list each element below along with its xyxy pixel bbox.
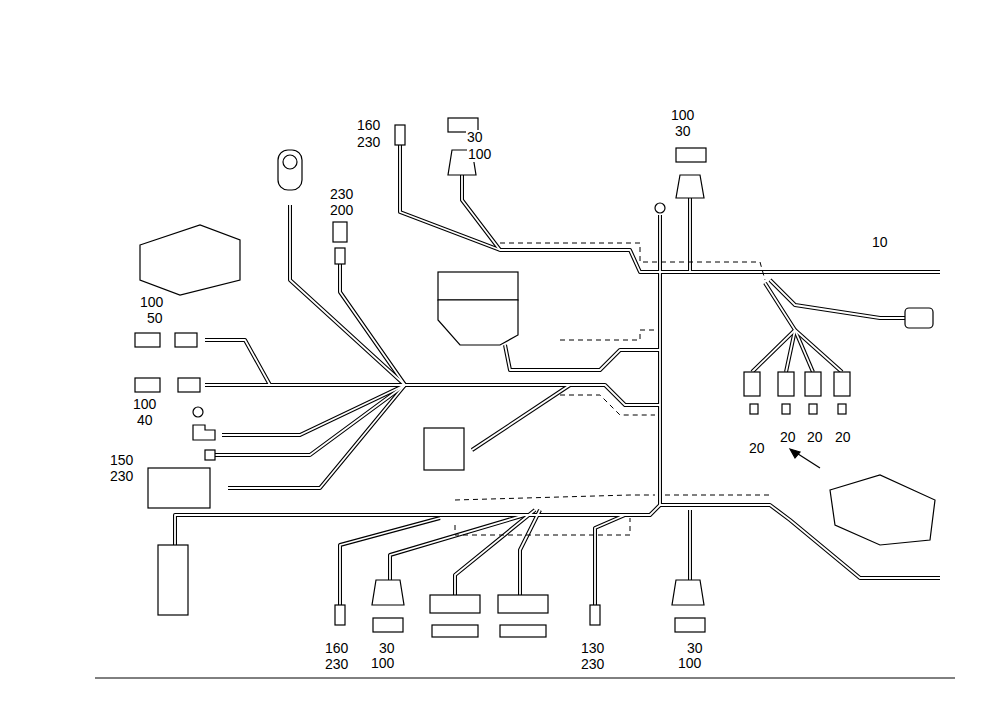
- callout-number: 230: [580, 657, 605, 672]
- dashed-path: [500, 243, 765, 280]
- dashed-path: [455, 518, 630, 535]
- callout-number: 200: [329, 203, 354, 218]
- callout-number: 160: [356, 118, 381, 133]
- connector: [135, 333, 160, 347]
- connector: [744, 372, 760, 396]
- connector: [778, 372, 794, 396]
- connector: [373, 618, 403, 632]
- callout-number: 20: [834, 430, 852, 445]
- dashed-path: [455, 495, 655, 500]
- callout-number: 10: [871, 235, 889, 250]
- connector: [135, 378, 160, 392]
- callout-number: 30: [378, 641, 396, 656]
- callout-number: 100: [370, 656, 395, 671]
- callout-number: 20: [779, 430, 797, 445]
- wire-harness: [175, 145, 940, 605]
- callout-number: 150: [109, 453, 134, 468]
- connector: [676, 175, 704, 198]
- callout-number: 230: [356, 135, 381, 150]
- terminal: [809, 404, 817, 414]
- callout-number: 100: [670, 108, 695, 123]
- callout-number: 230: [109, 469, 134, 484]
- wire-fill: [175, 145, 940, 605]
- callout-number: 100: [467, 147, 492, 162]
- connector: [498, 595, 548, 613]
- callout-number: 40: [136, 413, 154, 428]
- connector: [424, 428, 464, 470]
- connector: [834, 372, 850, 396]
- wire-outline: [175, 145, 940, 605]
- baseline-rule: [95, 678, 955, 679]
- callout-number: 100: [677, 656, 702, 671]
- connector: [178, 378, 200, 392]
- connector: [395, 125, 405, 145]
- dashed-path: [560, 330, 655, 340]
- connectors: [135, 118, 935, 637]
- connector: [372, 580, 404, 605]
- terminal: [750, 404, 758, 414]
- callout-number: 50: [146, 311, 164, 326]
- elbow-connector: [193, 425, 215, 440]
- callout-number: 130: [580, 641, 605, 656]
- callout-number: 30: [466, 130, 484, 145]
- connector: [205, 450, 215, 460]
- connector: [175, 333, 197, 347]
- sensor: [278, 150, 302, 190]
- callout-number: 100: [139, 295, 164, 310]
- callout-number: 30: [674, 124, 692, 139]
- callout-number: 230: [329, 187, 354, 202]
- callout-number: 20: [806, 430, 824, 445]
- callout-number: 160: [324, 641, 349, 656]
- arrowhead: [790, 449, 800, 458]
- callout-number: 20: [748, 441, 766, 456]
- connector: [148, 468, 210, 508]
- relay-box: [140, 225, 240, 295]
- ecu-connector: [438, 272, 518, 300]
- ground-ring: [655, 203, 665, 213]
- connector: [590, 605, 600, 625]
- sensor-face: [283, 155, 297, 169]
- dashed-path: [560, 395, 655, 415]
- callout-number: 230: [324, 657, 349, 672]
- ecu-connector: [438, 300, 518, 345]
- callout-number: 100: [132, 397, 157, 412]
- terminal: [838, 404, 846, 414]
- connector: [335, 248, 345, 264]
- connector: [676, 148, 706, 162]
- fuse-box: [830, 475, 935, 545]
- connector: [905, 308, 933, 328]
- connector: [335, 605, 345, 625]
- connector: [430, 595, 480, 613]
- connector: [675, 618, 705, 632]
- connector: [805, 372, 821, 396]
- callout-number: 30: [686, 641, 704, 656]
- dashed-path: [665, 495, 770, 496]
- connector: [333, 222, 347, 242]
- ground-ring: [193, 407, 203, 417]
- connector: [432, 625, 478, 637]
- connector: [500, 625, 546, 637]
- terminal: [782, 404, 790, 414]
- connector: [158, 545, 188, 615]
- connector: [672, 580, 704, 605]
